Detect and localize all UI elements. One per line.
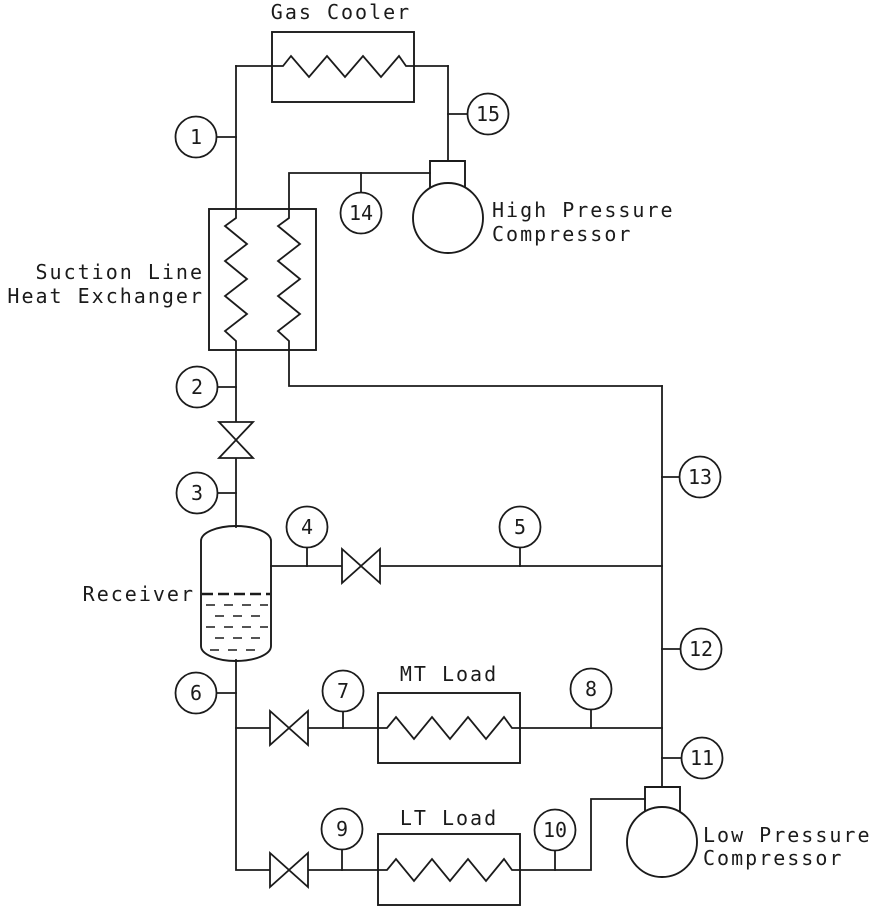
mt-expansion-valve-icon bbox=[269, 708, 309, 748]
piping bbox=[235, 65, 663, 871]
state-point-5-label: 5 bbox=[514, 515, 526, 539]
lt-expansion-valve-icon bbox=[269, 850, 309, 890]
state-point-15: 15 bbox=[447, 92, 510, 136]
mt-load-shell bbox=[377, 692, 521, 764]
suction-line-heat-exchanger: Suction Line Heat Exchanger bbox=[7, 208, 317, 351]
lp-compressor-neck bbox=[644, 786, 681, 812]
state-points: 1 2 3 4 5 6 7 bbox=[174, 92, 724, 871]
slhx-label-line1: Suction Line bbox=[36, 260, 205, 284]
state-point-1: 1 bbox=[174, 115, 237, 159]
low-pressure-compressor: Low Pressure Compressor bbox=[626, 786, 872, 878]
gas-cooler: Gas Cooler bbox=[271, 0, 415, 103]
high-pressure-expansion-valve-icon bbox=[216, 421, 256, 459]
state-point-6: 6 bbox=[174, 671, 237, 715]
hp-compressor-neck bbox=[429, 160, 466, 188]
receiver-label: Receiver bbox=[83, 582, 195, 606]
valves bbox=[216, 421, 381, 890]
state-point-3: 3 bbox=[175, 471, 237, 515]
gas-cooler-label: Gas Cooler bbox=[271, 0, 411, 24]
slhx-label-line2: Heat Exchanger bbox=[7, 284, 204, 308]
state-point-9: 9 bbox=[320, 807, 364, 871]
lp-compressor-label-line1: Low Pressure bbox=[703, 823, 872, 847]
state-point-12-label: 12 bbox=[689, 637, 713, 661]
pipe-hp-suction bbox=[288, 172, 431, 210]
state-point-1-label: 1 bbox=[190, 125, 202, 149]
state-point-6-label: 6 bbox=[190, 681, 202, 705]
slhx-shell bbox=[208, 208, 317, 351]
state-point-8: 8 bbox=[569, 667, 613, 729]
lt-load-shell bbox=[377, 833, 521, 906]
state-point-11-label: 11 bbox=[690, 746, 714, 770]
slhx-coil-right bbox=[276, 208, 302, 351]
state-point-3-label: 3 bbox=[191, 481, 203, 505]
pipe-liquid-leg bbox=[235, 659, 271, 871]
state-point-4-label: 4 bbox=[301, 515, 313, 539]
state-point-5: 5 bbox=[498, 505, 542, 567]
state-point-7: 7 bbox=[321, 669, 365, 729]
pipe-slhx-to-header bbox=[288, 349, 663, 387]
state-point-8-label: 8 bbox=[585, 677, 597, 701]
high-pressure-compressor: High Pressure Compressor bbox=[412, 160, 675, 254]
slhx-coil-left bbox=[223, 208, 249, 351]
lp-compressor-label-line2: Compressor bbox=[703, 846, 843, 870]
lt-load-label: LT Load bbox=[400, 806, 498, 830]
state-point-15-label: 15 bbox=[476, 102, 500, 126]
hp-compressor-label-line2: Compressor bbox=[492, 222, 632, 246]
state-point-14-label: 14 bbox=[349, 201, 373, 225]
hp-compressor-label-line1: High Pressure bbox=[492, 198, 675, 222]
state-point-2-label: 2 bbox=[191, 375, 203, 399]
receiver-liquid-fill bbox=[206, 604, 268, 651]
state-point-7-label: 7 bbox=[337, 679, 349, 703]
mt-load-coil bbox=[377, 715, 521, 741]
receiver-vessel bbox=[200, 525, 272, 662]
lt-load: LT Load bbox=[377, 806, 521, 906]
state-point-10: 10 bbox=[533, 808, 577, 871]
state-point-10-label: 10 bbox=[543, 818, 567, 842]
state-point-14: 14 bbox=[339, 172, 383, 235]
lt-load-coil bbox=[377, 857, 521, 883]
lp-compressor-body bbox=[626, 806, 698, 878]
mt-load-label: MT Load bbox=[400, 662, 498, 686]
flash-gas-bypass-valve-icon bbox=[341, 546, 381, 586]
state-point-13-label: 13 bbox=[688, 465, 712, 489]
state-point-9-label: 9 bbox=[336, 817, 348, 841]
state-point-4: 4 bbox=[285, 505, 329, 567]
state-point-11: 11 bbox=[661, 736, 724, 780]
mt-load: MT Load bbox=[377, 662, 521, 764]
gas-cooler-shell bbox=[271, 31, 415, 103]
state-point-12: 12 bbox=[661, 627, 723, 671]
hp-compressor-body bbox=[412, 182, 484, 254]
receiver: Receiver bbox=[83, 525, 272, 662]
state-point-2: 2 bbox=[175, 365, 237, 409]
gas-cooler-coil bbox=[271, 54, 415, 79]
state-point-13: 13 bbox=[661, 455, 722, 499]
